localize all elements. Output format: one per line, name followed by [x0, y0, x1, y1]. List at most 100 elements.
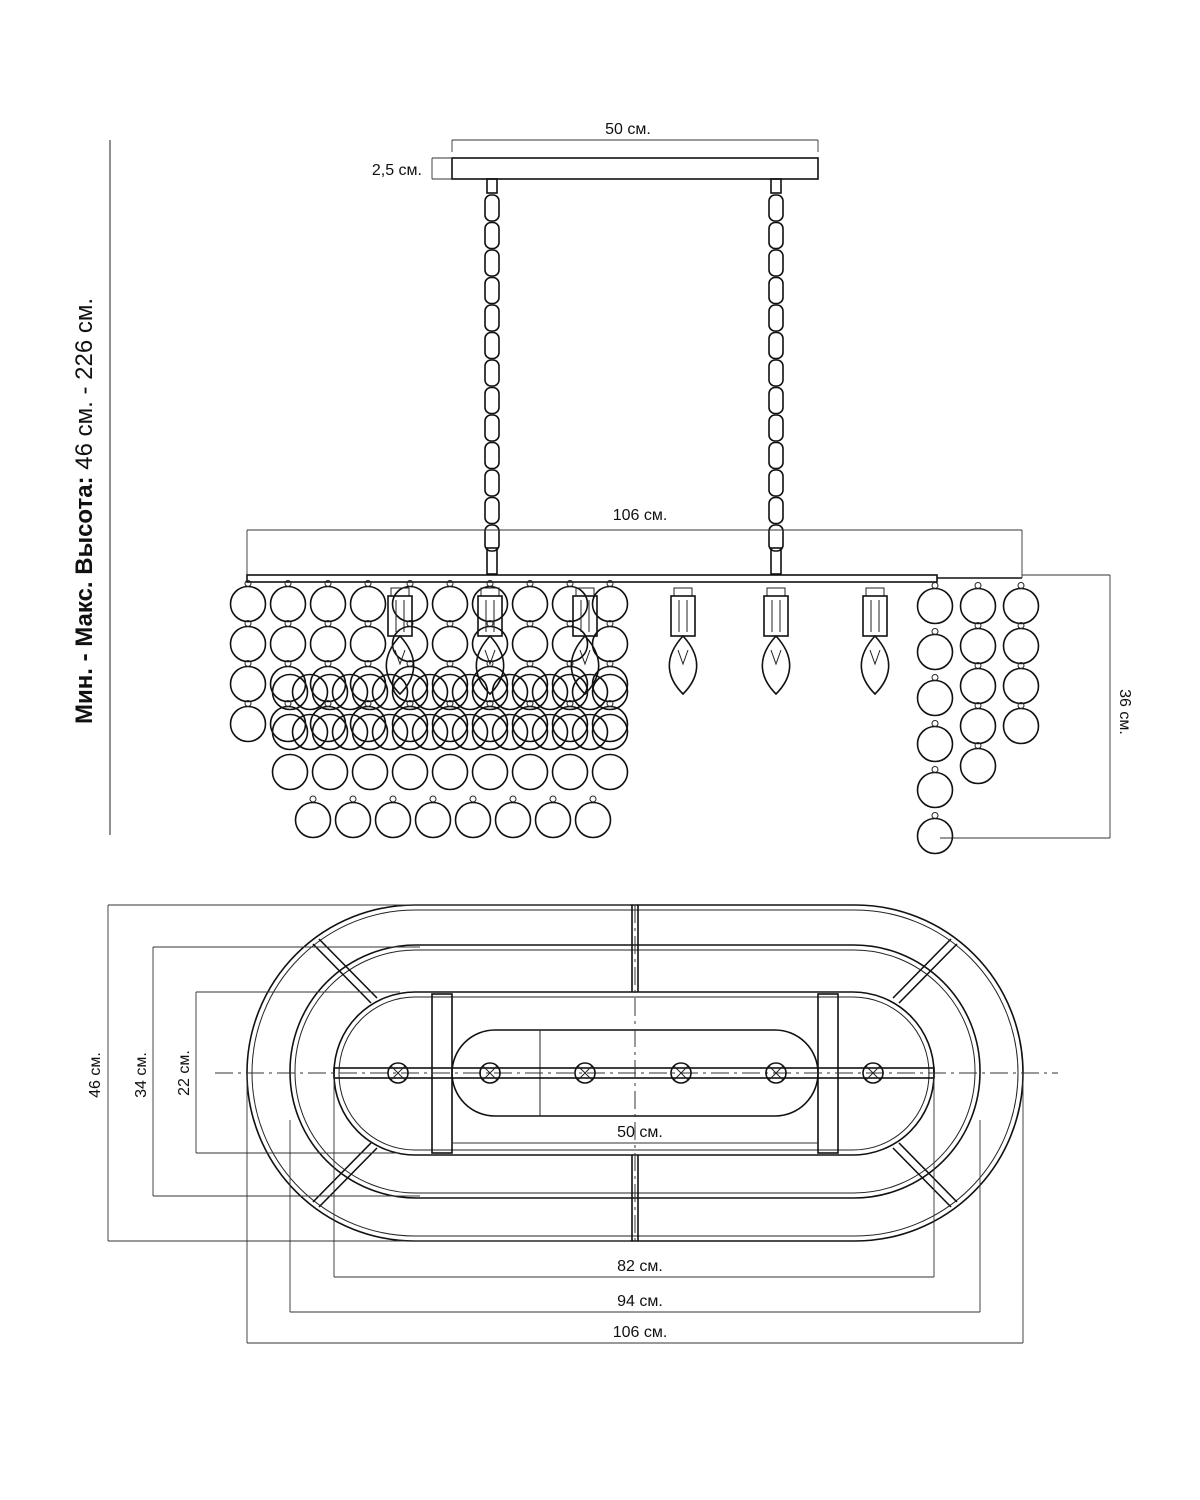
crystal-hook — [509, 795, 517, 803]
crystal-disc — [414, 801, 452, 839]
bulb-cap — [766, 587, 786, 597]
bulb-cap — [673, 587, 693, 597]
crystal-disc — [351, 713, 389, 751]
crystal-hook — [486, 620, 494, 627]
frame-length-label: 106 см. — [613, 507, 668, 524]
crystal-hook — [974, 742, 982, 749]
bulb-flame — [385, 634, 415, 696]
crystal-disc — [531, 673, 569, 711]
crystal-disc — [229, 705, 267, 743]
crystal-disc — [349, 705, 387, 743]
frame-bar — [246, 574, 938, 583]
crystal-disc — [591, 713, 629, 751]
crystal-disc — [471, 673, 509, 711]
bulb-filament — [484, 649, 496, 666]
lamp-marker-icon — [574, 1062, 596, 1084]
crystal-disc — [271, 753, 309, 791]
crystal-disc — [309, 585, 347, 623]
crystal-disc — [411, 673, 449, 711]
crystal-hook — [469, 795, 477, 803]
outer-length-label: 106 см. — [613, 1324, 668, 1341]
crystal-disc — [471, 753, 509, 791]
crystal-disc — [916, 771, 954, 809]
crystal-disc — [551, 713, 589, 751]
chain-link — [768, 386, 784, 415]
crystal-disc — [1002, 667, 1040, 705]
top-view: 50 см. 46 см. 34 см. 22 см. 82 см. 94 см… — [87, 904, 1058, 1344]
drop-height-label: 36 см. — [1116, 689, 1133, 735]
crystal-hook — [429, 795, 437, 803]
top-canopy-width-label: 50 см. — [617, 1124, 663, 1141]
crystal-hook — [606, 700, 614, 707]
bulb-filament — [770, 649, 782, 666]
crystal-disc — [551, 585, 589, 623]
crystal-disc — [471, 665, 509, 703]
crystal-hook — [931, 766, 939, 773]
crystal-disc — [391, 673, 429, 711]
chain-link — [484, 469, 500, 497]
chain-link — [768, 359, 784, 387]
lamp-marker-icon — [479, 1062, 501, 1084]
crystal-disc — [351, 753, 389, 791]
crystal-hook — [244, 660, 252, 667]
chain-link — [768, 441, 784, 470]
crystal-disc — [591, 673, 629, 711]
crystal-disc — [916, 725, 954, 763]
crystal-disc — [311, 753, 349, 791]
candle-bulb-4 — [668, 587, 698, 696]
crystal-disc — [959, 707, 997, 745]
height-label-range: 46 см. - 226 см. — [71, 298, 98, 476]
crystal-disc — [349, 585, 387, 623]
suspension-chains — [484, 178, 784, 575]
crystal-disc — [431, 705, 469, 743]
lamp-marker-icon — [765, 1062, 787, 1084]
chain-link — [484, 276, 500, 305]
ceiling-canopy — [451, 157, 819, 180]
crystal-disc — [491, 673, 529, 711]
crystal-disc — [534, 801, 572, 839]
crystal-disc — [269, 585, 307, 623]
bulb-flame — [475, 634, 505, 696]
height-label: Мин. - Макс. Высота: 46 см. - 226 см. — [71, 298, 98, 724]
crystal-disc — [959, 587, 997, 625]
crystal-disc — [591, 705, 629, 743]
side-view: 50 см. 2,5 см. 106 см. 36 см. — [229, 121, 1133, 855]
crystal-hook — [324, 620, 332, 627]
bulb-flame — [860, 634, 890, 696]
chain-link — [768, 414, 784, 442]
chain-link — [484, 386, 500, 415]
crystal-hook — [244, 700, 252, 707]
chain-link — [768, 524, 784, 552]
chain-link — [484, 331, 500, 360]
crystal-hook — [446, 660, 454, 667]
crystal-hook — [324, 700, 332, 707]
crystal-disc — [916, 633, 954, 671]
chain-link — [484, 304, 500, 332]
chain-link — [484, 221, 500, 250]
crystal-disc — [331, 673, 369, 711]
crystal-disc — [391, 705, 429, 743]
bulb-flame — [668, 634, 698, 696]
crystal-hook — [566, 700, 574, 707]
crystal-hook — [974, 582, 982, 589]
crystal-disc — [574, 801, 612, 839]
chain-link — [484, 359, 500, 387]
crystal-disc — [291, 673, 329, 711]
crystal-disc — [959, 747, 997, 785]
crystal-hook — [284, 660, 292, 667]
crystal-disc — [229, 665, 267, 703]
crystal-disc — [309, 625, 347, 663]
chain-link — [768, 331, 784, 360]
crystal-hook — [931, 582, 939, 589]
bulb-cap — [865, 587, 885, 597]
crystal-hook — [406, 700, 414, 707]
crystal-hook — [1017, 662, 1025, 669]
crystal-hook — [486, 700, 494, 707]
crystal-disc — [511, 753, 549, 791]
crystal-disc — [511, 665, 549, 703]
crystal-hook — [486, 660, 494, 667]
lamp-marker-icon — [387, 1062, 409, 1084]
crystal-disc — [454, 801, 492, 839]
crystal-hook — [606, 620, 614, 627]
